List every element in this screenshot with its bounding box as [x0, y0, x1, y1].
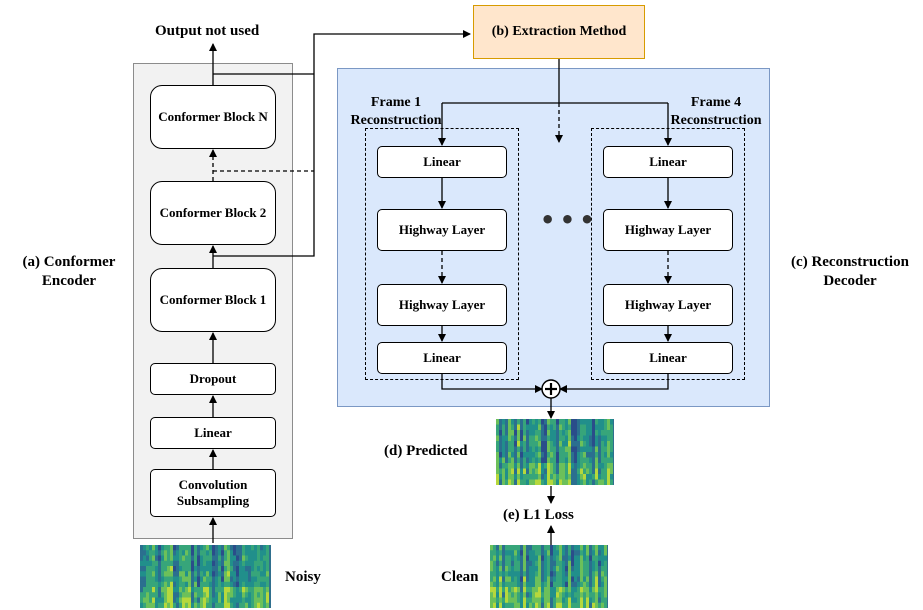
- more-frames-ellipsis: • • •: [540, 206, 595, 234]
- dropout-block: Dropout: [150, 363, 276, 395]
- noisy-spectrogram: [140, 545, 271, 608]
- extraction-method-box: (b) Extraction Method: [473, 5, 645, 59]
- tap-block1-to-extraction: [213, 30, 471, 257]
- encoder-linear-block: Linear: [150, 417, 276, 449]
- frame-4-to-sum: [559, 374, 669, 393]
- frame-4-linear-top: Linear: [603, 146, 733, 178]
- frame-1-highway-layer-2: Highway Layer: [377, 284, 507, 326]
- frame-4-highway-layer-1: Highway Layer: [603, 209, 733, 251]
- frame-1-linear-bottom: Linear: [377, 342, 507, 374]
- frame-1-to-sum: [441, 374, 543, 393]
- sum-node: [541, 379, 561, 399]
- conformer-block-n: Conformer Block N: [150, 85, 276, 149]
- clean-label: Clean: [441, 569, 479, 585]
- l1-loss-label: (e) L1 Loss: [503, 507, 574, 523]
- noisy-label: Noisy: [285, 569, 321, 585]
- conformer-block-2: Conformer Block 2: [150, 181, 276, 245]
- conformer-block-1: Conformer Block 1: [150, 268, 276, 332]
- frame-1-highway-layer-1: Highway Layer: [377, 209, 507, 251]
- predicted-spectrogram: [496, 419, 614, 485]
- frame-1-linear-top: Linear: [377, 146, 507, 178]
- frame-4-highway-layer-2: Highway Layer: [603, 284, 733, 326]
- predicted-label: (d) Predicted: [384, 443, 468, 459]
- output-not-used-label: Output not used: [155, 23, 260, 39]
- frame-4-linear-bottom: Linear: [603, 342, 733, 374]
- clean-spectrogram: [490, 545, 608, 608]
